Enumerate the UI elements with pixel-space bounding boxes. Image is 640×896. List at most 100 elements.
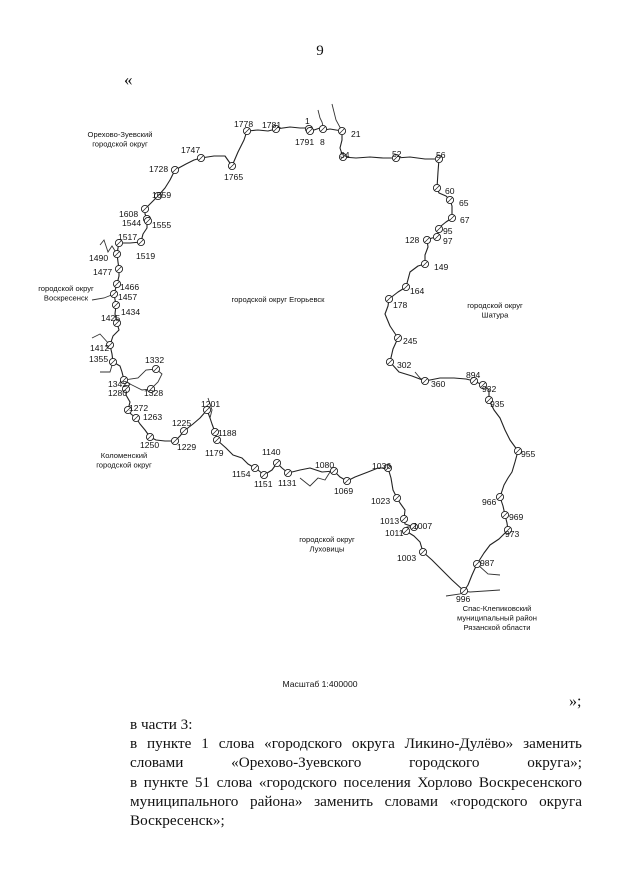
- boundary-point-marker-tick: [252, 465, 258, 471]
- boundary-point-label: 360: [431, 379, 446, 389]
- boundary-point-label: 1069: [334, 486, 353, 496]
- boundary-point-label: 996: [456, 594, 471, 604]
- boundary-point-marker-tick: [110, 359, 116, 365]
- boundary-point-label: 1434: [121, 307, 140, 317]
- boundary-point: 1154: [232, 463, 260, 479]
- boundary-point-label: 969: [509, 512, 524, 522]
- boundary-point-marker-tick: [422, 378, 428, 384]
- boundary-point: 8: [318, 124, 328, 147]
- boundary-point-marker-tick: [198, 155, 204, 161]
- boundary-point-marker-tick: [449, 215, 455, 221]
- boundary-point-marker-tick: [142, 206, 148, 212]
- boundary-point-label: 1011: [385, 528, 404, 538]
- boundary-point-label: 1728: [149, 164, 168, 174]
- boundary-point-marker-tick: [393, 155, 399, 161]
- boundary-point: 996: [456, 586, 471, 604]
- boundary-point: 1778: [234, 119, 253, 136]
- boundary-point-marker-tick: [145, 218, 151, 224]
- boundary-point: 1280: [108, 384, 131, 398]
- boundary-point-marker-tick: [285, 470, 291, 476]
- boundary-point: 955: [513, 446, 536, 459]
- boundary-branch-line: [91, 333, 111, 346]
- boundary-point-label: 1151: [254, 479, 273, 489]
- boundary-point-marker-tick: [505, 527, 511, 533]
- boundary-point-label: 1355: [89, 354, 108, 364]
- boundary-point-label: 1608: [119, 209, 138, 219]
- boundary-point-label: 67: [460, 215, 470, 225]
- boundary-point: 1355: [89, 354, 118, 367]
- boundary-point-marker-tick: [422, 261, 428, 267]
- boundary-point-marker-tick: [111, 291, 117, 297]
- boundary-point: 21: [337, 126, 361, 139]
- boundary-point: 60: [432, 183, 455, 196]
- paragraph-1: в части 3:: [130, 716, 193, 733]
- boundary-point-label: 1778: [234, 119, 253, 129]
- paragraph-3: в пункте 51 слова «городского поселения …: [130, 773, 582, 830]
- boundary-point-marker-tick: [138, 239, 144, 245]
- boundary-point: 1225: [172, 418, 191, 436]
- boundary-point: 149: [420, 259, 449, 272]
- boundary-point-label: 966: [482, 497, 497, 507]
- boundary-point: 1036: [372, 461, 393, 473]
- boundary-branch-line: [123, 368, 163, 391]
- boundary-point: 1131: [278, 468, 297, 488]
- boundary-point: 894: [466, 370, 481, 386]
- boundary-point-marker-tick: [387, 359, 393, 365]
- boundary-point-label: 1332: [145, 355, 164, 365]
- boundary-point-label: 1131: [278, 478, 297, 488]
- boundary-point-label: 149: [434, 262, 449, 272]
- boundary-point-marker-tick: [411, 524, 417, 530]
- boundary-point: 65: [445, 195, 469, 208]
- boundary-point: 52: [391, 149, 402, 163]
- boundary-point-label: 1003: [397, 553, 416, 563]
- boundary-point: 969: [500, 510, 524, 522]
- boundary-point-marker-tick: [386, 296, 392, 302]
- boundary-point: 1201: [201, 399, 220, 415]
- boundary-point-marker-tick: [401, 516, 407, 522]
- area-label-egorievsk: городской округ Егорьевск: [231, 295, 325, 304]
- boundary-point: 1477: [93, 264, 124, 277]
- boundary-point-marker-tick: [307, 128, 313, 134]
- boundary-point: 128: [405, 235, 432, 245]
- boundary-point-label: 1517: [118, 232, 137, 242]
- boundary-point-marker-tick: [229, 163, 235, 169]
- boundary-point-label: 1477: [93, 267, 112, 277]
- boundary-point: 1151: [254, 470, 273, 489]
- boundary-point-marker-tick: [123, 386, 129, 392]
- boundary-point-marker-tick: [114, 281, 120, 287]
- boundary-point-marker-tick: [434, 185, 440, 191]
- boundary-point: 1013: [380, 514, 409, 526]
- boundary-point-label: 1765: [224, 172, 243, 182]
- boundary-point-marker-tick: [486, 397, 492, 403]
- boundary-point-label: 932: [482, 384, 497, 394]
- boundary-point-marker-tick: [114, 320, 120, 326]
- boundary-point-label: 60: [445, 186, 455, 196]
- boundary-point: 245: [393, 333, 418, 346]
- boundary-point: 1188: [210, 427, 237, 438]
- boundary-point: 1659: [152, 190, 171, 201]
- boundary-point-marker-tick: [480, 382, 486, 388]
- boundary-point-label: 1229: [177, 442, 196, 452]
- boundary-point-marker-tick: [273, 126, 279, 132]
- boundary-point-label: 935: [490, 399, 505, 409]
- boundary-point-marker-tick: [107, 342, 113, 348]
- boundary-point: 1555: [143, 216, 171, 230]
- boundary-point-label: 52: [392, 149, 402, 159]
- boundary-point-label: 1154: [232, 469, 251, 479]
- boundary-point: 1140: [262, 447, 282, 468]
- boundary-branch-line: [476, 563, 501, 576]
- boundary-point-label: 1519: [136, 251, 155, 261]
- boundary-point: 1023: [371, 493, 402, 506]
- boundary-point: 1466: [112, 279, 139, 292]
- boundary-point-label: 1328: [144, 388, 163, 398]
- page-number: 9: [316, 43, 324, 59]
- boundary-point-marker-tick: [261, 472, 267, 478]
- boundary-point: 1342: [108, 375, 129, 389]
- boundary-point-marker-tick: [497, 494, 503, 500]
- boundary-point-label: 8: [320, 137, 325, 147]
